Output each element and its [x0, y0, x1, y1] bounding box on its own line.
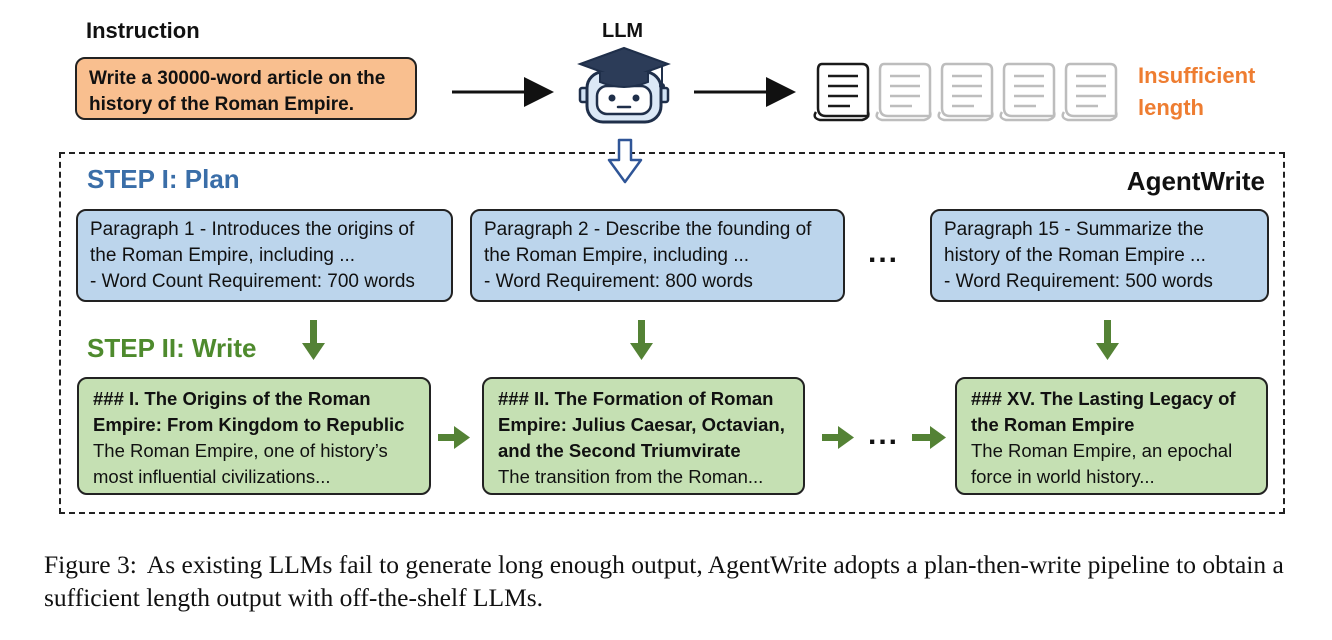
arrow-write-1-to-2 — [438, 426, 470, 449]
agentwrite-frame — [59, 152, 1285, 514]
plan-line: the Roman Empire, including ... — [90, 245, 356, 266]
write-body: The Roman Empire, an epochal force in wo… — [971, 440, 1233, 487]
plan-line: Paragraph 15 - Summarize the — [944, 219, 1204, 240]
document-icon-faded-2 — [937, 62, 994, 122]
arrow-plan-to-write-2 — [630, 320, 653, 360]
document-icon-dark — [813, 62, 870, 122]
insufficient-line-1: Insufficient — [1138, 63, 1256, 88]
write-body: The transition from the Roman... — [498, 466, 764, 487]
plan-line: - Word Requirement: 500 words — [944, 271, 1213, 292]
document-icon-faded-3 — [999, 62, 1056, 122]
write-ellipsis: ... — [868, 418, 900, 451]
insufficient-length-label: Insufficient length — [1138, 60, 1318, 124]
plan-ellipsis: ... — [868, 236, 900, 269]
plan-line: - Word Count Requirement: 700 words — [90, 271, 415, 292]
document-icon-faded-4 — [1061, 62, 1118, 122]
llm-label: LLM — [602, 20, 644, 42]
plan-box-1: Paragraph 1 - Introduces the origins of … — [76, 209, 453, 302]
robot-graduate-icon — [577, 46, 671, 124]
step-plan-label: STEP I: Plan — [87, 164, 240, 194]
plan-box-15: Paragraph 15 - Summarize the history of … — [930, 209, 1269, 302]
figure-caption: Figure 3:As existing LLMs fail to genera… — [44, 548, 1304, 614]
arrow-plan-to-write-1 — [302, 320, 325, 360]
write-heading: ### II. The Formation of Roman Empire: J… — [498, 388, 785, 461]
instruction-title: Instruction — [86, 18, 200, 43]
write-heading: ### XV. The Lasting Legacy of the Roman … — [971, 388, 1236, 435]
caption-text: As existing LLMs fail to generate long e… — [44, 550, 1284, 612]
step-write-label: STEP II: Write — [87, 333, 257, 363]
caption-label: Figure 3: — [44, 550, 137, 579]
insufficient-line-2: length — [1138, 95, 1204, 120]
arrow-plan-to-write-15 — [1096, 320, 1119, 360]
arrow-llm-to-agentwrite — [607, 138, 643, 184]
plan-line: - Word Requirement: 800 words — [484, 271, 753, 292]
write-box-2: ### II. The Formation of Roman Empire: J… — [482, 377, 805, 495]
agentwrite-label: AgentWrite — [1126, 166, 1265, 196]
plan-line: the Roman Empire, including ... — [484, 245, 750, 266]
arrow-ellipsis-to-write-15 — [912, 426, 946, 449]
write-box-1: ### I. The Origins of the Roman Empire: … — [77, 377, 431, 495]
plan-box-2: Paragraph 2 - Describe the founding of t… — [470, 209, 845, 302]
plan-line: Paragraph 2 - Describe the founding of — [484, 219, 812, 240]
instruction-box: Write a 30000-word article on the histor… — [75, 57, 417, 120]
write-body: The Roman Empire, one of history’s most … — [93, 440, 388, 487]
plan-line: history of the Roman Empire ... — [944, 245, 1206, 266]
write-heading: ### I. The Origins of the Roman Empire: … — [93, 388, 405, 435]
arrow-write-2-to-ellipsis — [822, 426, 854, 449]
plan-line: Paragraph 1 - Introduces the origins of — [90, 219, 415, 240]
write-box-15: ### XV. The Lasting Legacy of the Roman … — [955, 377, 1268, 495]
document-icon-faded-1 — [875, 62, 932, 122]
